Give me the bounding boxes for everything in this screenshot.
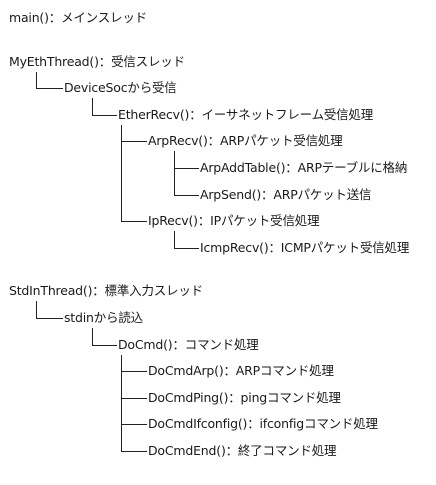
connector-arprecv-arpsend — [174, 151, 199, 196]
node-main: main()：メインスレッド — [9, 10, 147, 25]
node-stdin: StdInThread()：標準入力スレッド — [9, 283, 203, 299]
node-iprecv: IpRecv()：IPパケット受信処理 — [148, 213, 320, 229]
connector-stdinread-docmd — [92, 328, 117, 346]
connector-etherrecv-iprecv — [121, 124, 147, 223]
node-arprecv: ArpRecv()：ARPパケット受信処理 — [148, 133, 343, 149]
node-arpaddtable: ArpAddTable()：ARPテーブルに格納 — [200, 160, 408, 175]
node-arpsend: ArpSend()：ARPパケット送信 — [200, 186, 372, 202]
node-docmdifconfig: DoCmdIfconfig()：ifconfigコマンド処理 — [148, 416, 378, 432]
node-etherrecv: EtherRecv()：イーサネットフレーム受信処理 — [118, 106, 374, 122]
node-stdinread: stdinから読込 — [64, 310, 143, 325]
connector-myeth-devicesoc — [36, 71, 63, 90]
node-docmdend: DoCmdEnd()：終了コマンド処理 — [148, 443, 337, 458]
node-docmd: DoCmd()：コマンド処理 — [118, 336, 259, 352]
connector-docmd-docmdend — [121, 354, 147, 452]
connector-stdin-stdinread — [36, 301, 63, 319]
node-docmdarp: DoCmdArp()：ARPコマンド処理 — [148, 363, 334, 379]
node-icmprecv: IcmpRecv()：ICMPパケット受信処理 — [200, 239, 410, 255]
node-myeth: MyEthThread()：受信スレッド — [9, 53, 185, 69]
connector-iprecv-icmprecv — [174, 231, 199, 249]
node-devicesoc: DeviceSocから受信 — [64, 80, 177, 96]
node-docmdping: DoCmdPing()：pingコマンド処理 — [148, 389, 341, 405]
connector-devicesoc-etherrecv — [92, 98, 117, 116]
